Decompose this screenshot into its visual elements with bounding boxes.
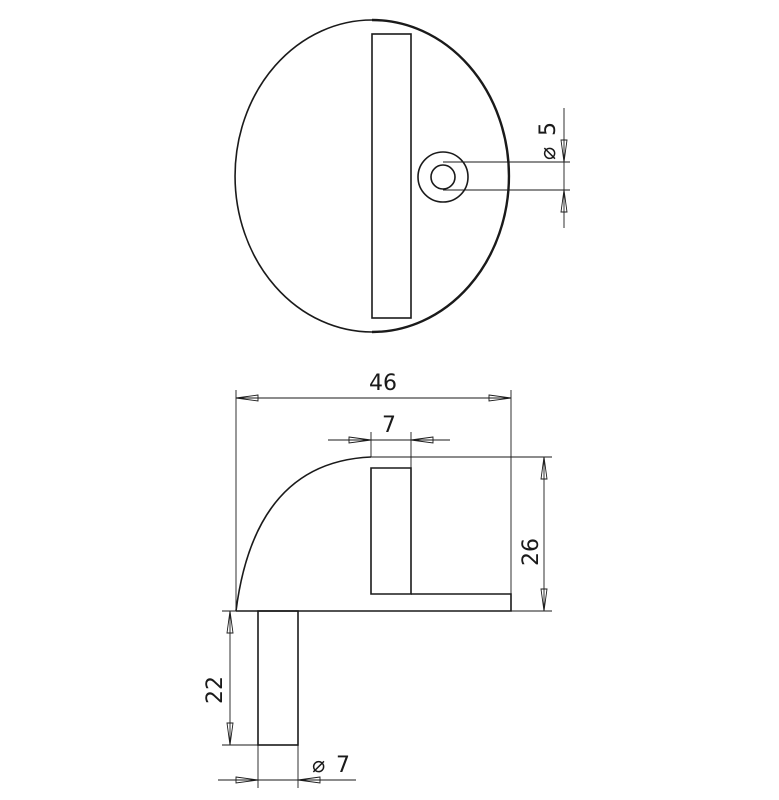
height-arrow-bottom <box>540 588 548 612</box>
side-view-slot <box>370 467 412 595</box>
width-arrow-right <box>488 394 512 402</box>
slot-arrow-left <box>348 436 372 444</box>
slot-width-value: 7 <box>382 413 396 438</box>
hole-outer-circle <box>417 151 469 203</box>
side-view: 46 7 26 22 ⌀ 7 <box>203 371 552 788</box>
hole-inner-circle <box>430 164 456 190</box>
top-view: ⌀ 5 <box>234 18 570 334</box>
top-view-slot <box>371 33 412 319</box>
pin-dia-arrow-right <box>297 776 321 784</box>
pin-length-arrow-top <box>226 610 234 634</box>
width-arrow-left <box>235 394 259 402</box>
top-view-right-arc <box>371 18 511 334</box>
pin-diameter-symbol: ⌀ <box>312 753 325 778</box>
pin-length-value: 22 <box>203 676 228 704</box>
side-view-base-plate <box>236 593 512 612</box>
pin-dia-arrow-left <box>235 776 259 784</box>
pin-diameter-value: 7 <box>336 753 350 778</box>
height-value: 26 <box>519 538 544 566</box>
pin-length-arrow-bottom <box>226 722 234 746</box>
hole-diameter-symbol: ⌀ <box>536 147 561 160</box>
height-arrow-top <box>540 456 548 480</box>
slot-arrow-right <box>410 436 434 444</box>
overall-width-value: 46 <box>369 371 397 396</box>
hole-arrow-top <box>560 139 568 163</box>
top-view-left-arc <box>234 19 373 333</box>
hole-diameter-value: 5 <box>536 122 561 136</box>
hole-arrow-bottom <box>560 189 568 213</box>
side-view-pin <box>257 610 299 746</box>
side-view-dome <box>235 456 372 612</box>
